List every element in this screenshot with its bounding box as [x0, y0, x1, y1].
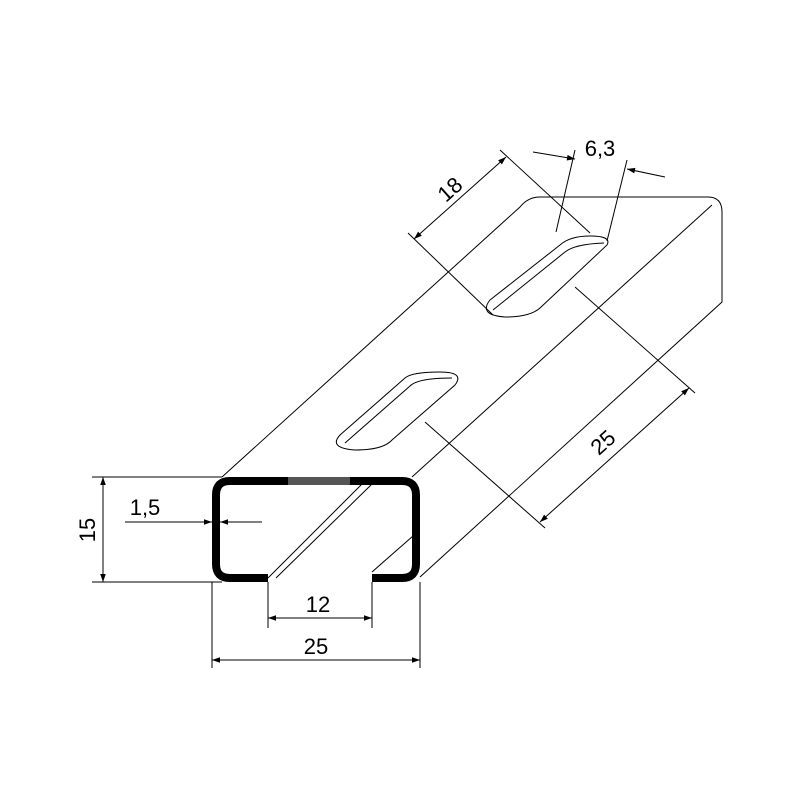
left-lip-edge-1: [267, 483, 363, 579]
top-right-edge: [411, 204, 713, 478]
slot-1-inner: [492, 242, 605, 311]
dim-wall: 1,5: [125, 495, 262, 525]
dim-slot-pitch: 25: [424, 286, 696, 529]
right-lip-edge: [371, 535, 414, 573]
slot-2: [335, 371, 459, 451]
dim-width: 25: [211, 582, 421, 668]
profile-section: [212, 477, 420, 582]
rail-body: [221, 196, 723, 579]
dim-height-label: 15: [75, 518, 100, 542]
left-lip-edge-2: [275, 483, 373, 579]
dim-opening: 12: [267, 582, 373, 628]
dim-slot-width: 6,3: [532, 136, 666, 242]
slot-1: [485, 235, 609, 318]
dim-height: 15: [75, 476, 222, 583]
dim-opening-label: 12: [306, 592, 330, 617]
dim-width-label: 25: [304, 634, 328, 659]
dim-slot-width-label: 6,3: [585, 136, 616, 161]
dim-slot-length: 18: [407, 149, 591, 316]
top-left-edge: [221, 196, 723, 578]
dim-slot-length-label: 18: [433, 172, 468, 207]
dim-wall-label: 1,5: [130, 495, 161, 520]
slot-2-inner: [344, 377, 453, 444]
